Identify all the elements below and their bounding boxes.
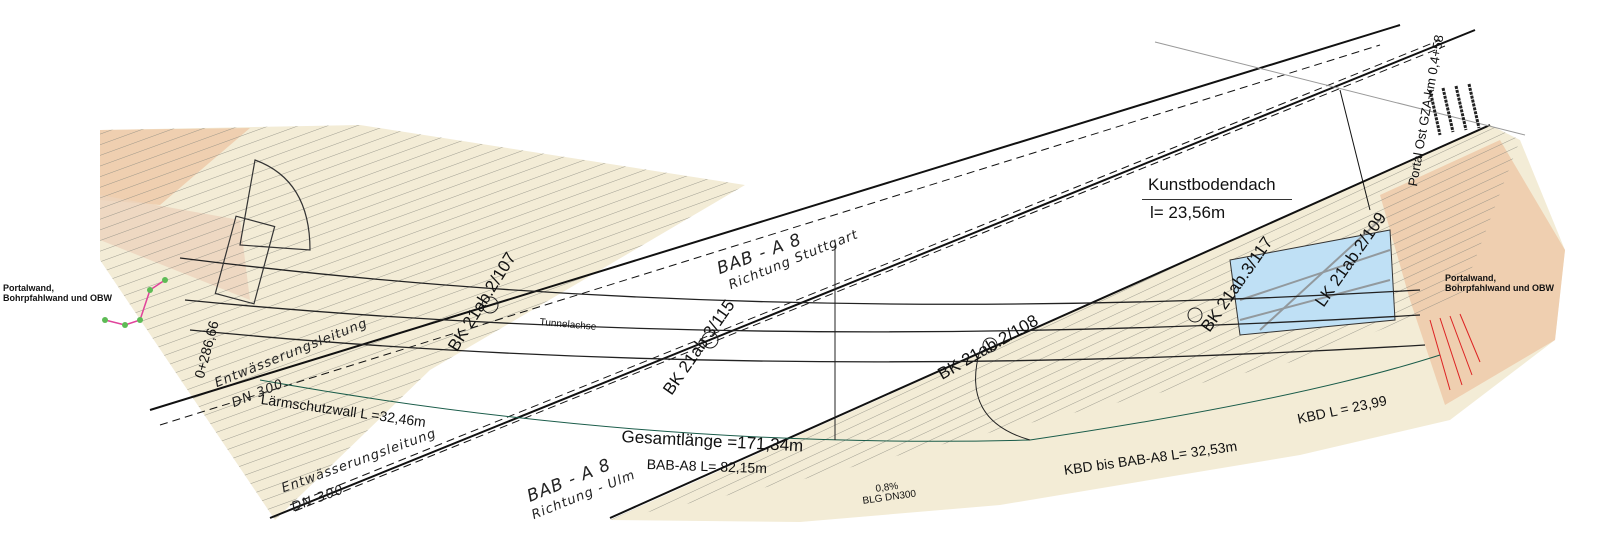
bab-length-label: BAB-A8 L= 82,15m <box>646 456 768 477</box>
portal-note-left: Portalwand, Bohrpfahlwand und OBW <box>3 283 112 303</box>
cover-title: Kunstbodendach <box>1148 175 1276 194</box>
cover-length: l= 23,56m <box>1150 203 1226 222</box>
tunnel-outlines <box>179 257 1426 363</box>
cover-underline <box>1142 199 1292 200</box>
road-edge <box>149 24 1401 411</box>
portal-note-right: Portalwand, Bohrpfahlwand und OBW <box>1445 273 1554 293</box>
